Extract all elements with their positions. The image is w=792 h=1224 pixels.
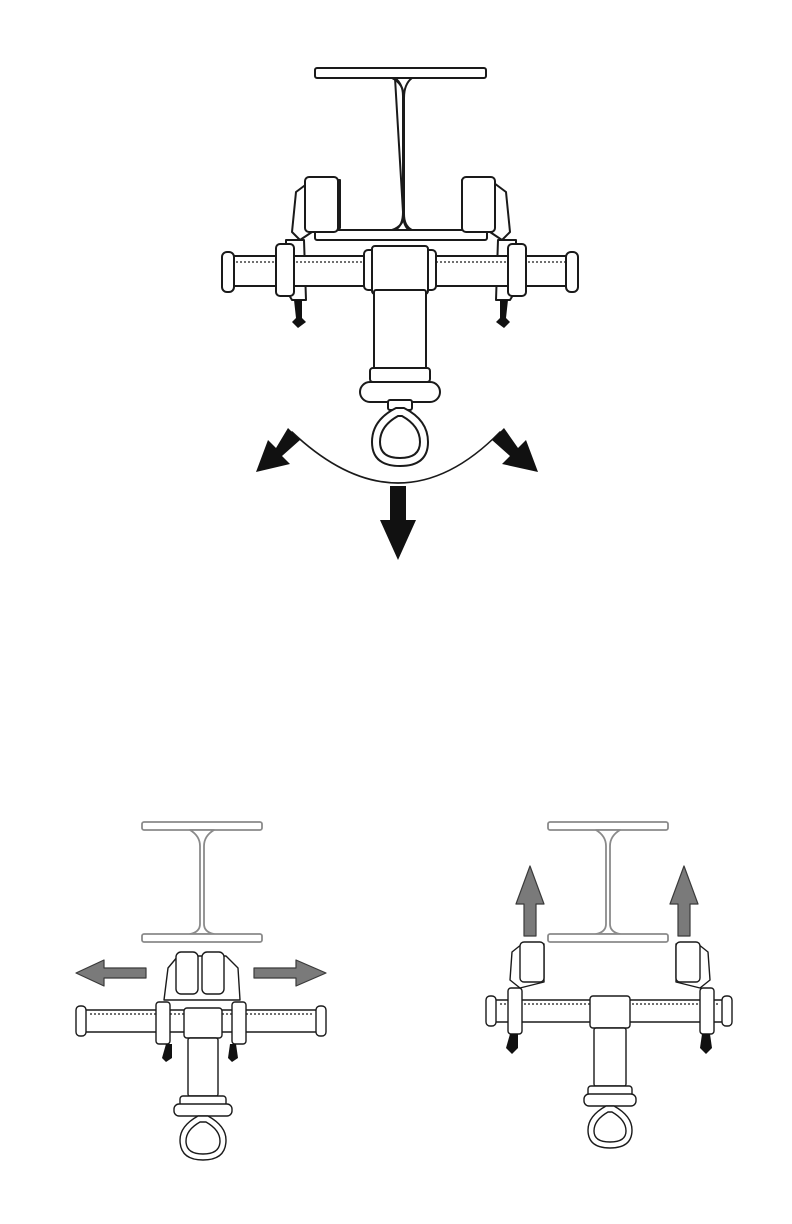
arrow-up-left-icon xyxy=(516,866,544,936)
i-beam xyxy=(142,822,262,942)
step-right-figure xyxy=(486,822,732,1148)
arrow-left-icon xyxy=(256,428,300,472)
anchor-open xyxy=(486,942,732,1148)
anchor-closed xyxy=(76,952,326,1160)
arrow-left-icon xyxy=(76,960,146,986)
arrow-up-right-icon xyxy=(670,866,698,936)
step-left-figure xyxy=(76,822,326,1160)
i-beam xyxy=(548,822,668,942)
main-figure xyxy=(222,68,578,560)
arrow-right-icon xyxy=(254,960,326,986)
center-swivel xyxy=(360,246,440,466)
arrow-right-icon xyxy=(492,428,538,472)
arrow-down-icon xyxy=(380,486,416,560)
